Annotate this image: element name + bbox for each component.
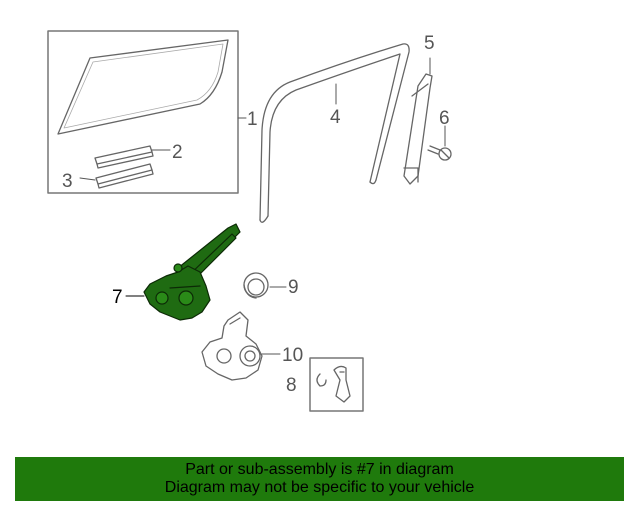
callout-8: 8 xyxy=(286,375,297,396)
banner-line-2: Diagram may not be specific to your vehi… xyxy=(164,479,475,496)
callout-2: 2 xyxy=(172,142,183,163)
glass-channel-upper xyxy=(94,145,154,169)
division-bar xyxy=(403,73,433,185)
callout-1: 1 xyxy=(247,109,258,130)
callout-4: 4 xyxy=(330,107,341,128)
leader-lines xyxy=(79,57,446,355)
callout-6: 6 xyxy=(439,108,450,129)
callout-3: 3 xyxy=(62,171,73,192)
bolt xyxy=(427,145,452,161)
info-banner: Part or sub-assembly is #7 in diagram Di… xyxy=(15,457,624,501)
callout-9: 9 xyxy=(288,277,299,298)
callout-10: 10 xyxy=(282,345,303,366)
window-motor xyxy=(201,311,263,381)
handle-inset-box xyxy=(309,357,364,412)
banner-line-1: Part or sub-assembly is #7 in diagram xyxy=(185,461,454,478)
callout-labels: 1 2 3 4 5 6 7 8 9 10 xyxy=(62,33,450,396)
callout-5: 5 xyxy=(424,33,435,54)
glass-run-channel xyxy=(259,43,410,223)
callout-7: 7 xyxy=(112,287,123,308)
grommet xyxy=(243,272,269,299)
glass-channel-lower xyxy=(95,163,154,189)
door-glass xyxy=(57,39,229,135)
window-regulator xyxy=(143,223,241,321)
